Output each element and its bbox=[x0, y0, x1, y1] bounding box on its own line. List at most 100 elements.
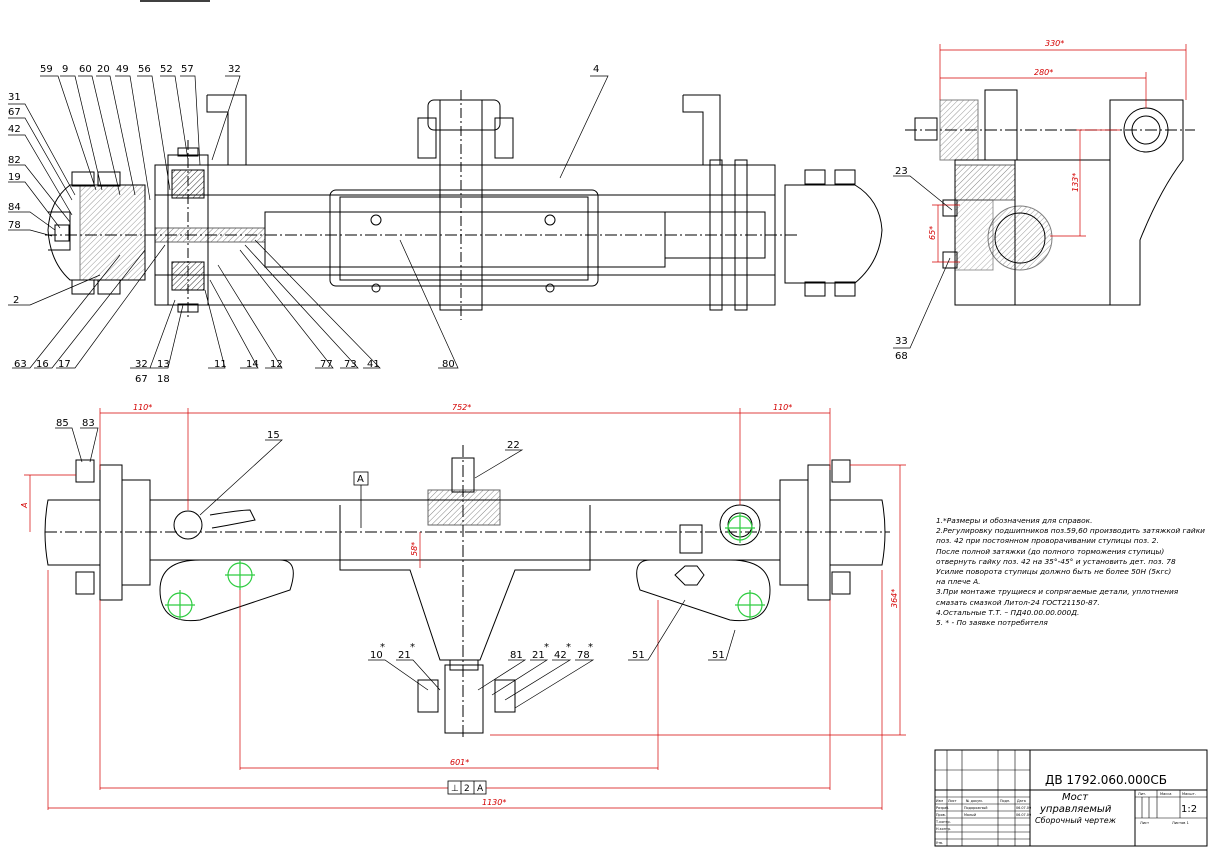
callout-19: 19 bbox=[8, 172, 21, 183]
dim-364: 364* bbox=[890, 589, 899, 608]
callout-41: 41 bbox=[367, 359, 380, 370]
callout-21b: 21 bbox=[532, 650, 545, 661]
dim-58: 58* bbox=[410, 542, 419, 556]
sheet-label: Лист bbox=[1140, 821, 1149, 825]
callout-14: 14 bbox=[246, 359, 259, 370]
tolerance-datum: A bbox=[477, 784, 484, 794]
callout-20: 20 bbox=[97, 64, 110, 75]
drawing-name-2: управляемый bbox=[1039, 804, 1112, 815]
callout-56: 56 bbox=[138, 64, 151, 75]
callout-4: 4 bbox=[593, 64, 599, 75]
callout-51: 51 bbox=[632, 650, 645, 661]
callout-17: 17 bbox=[58, 359, 71, 370]
callout-68: 68 bbox=[895, 351, 908, 362]
callout-57: 57 bbox=[181, 64, 194, 75]
header-doc: № докум. bbox=[966, 799, 983, 803]
role-checker: Пров. bbox=[936, 813, 946, 817]
drawing-scale: 1:2 bbox=[1181, 804, 1197, 815]
dim-65: 65* bbox=[928, 226, 937, 240]
callout-32: 32 bbox=[228, 64, 241, 75]
note-line: Усилие поворота ступицы должно быть не б… bbox=[936, 567, 1172, 577]
section-mark-A: A bbox=[357, 474, 364, 485]
callout-67: 67 bbox=[8, 107, 21, 118]
center-marks bbox=[165, 513, 765, 620]
sheets-label: Листов 1 bbox=[1172, 821, 1189, 825]
scale-header: Масшт. bbox=[1182, 792, 1196, 796]
callout-77: 77 bbox=[320, 359, 333, 370]
tolerance-frame: ⊥ 2 A bbox=[447, 780, 487, 795]
callout-85: 85 bbox=[56, 418, 69, 429]
role-ncontrol: Н.контр. bbox=[936, 827, 951, 831]
callout-73: 73 bbox=[344, 359, 357, 370]
front-view-dimensions bbox=[24, 408, 906, 810]
role-developer: Разраб. bbox=[936, 806, 949, 810]
callout-51b: 51 bbox=[712, 650, 725, 661]
callout-60: 60 bbox=[79, 64, 92, 75]
dim-330: 330* bbox=[1045, 39, 1064, 48]
date-developer: 06.07.09 bbox=[1016, 806, 1031, 810]
callout-81: 81 bbox=[510, 650, 523, 661]
tolerance-symbol: ⊥ bbox=[451, 784, 459, 794]
role-tcontrol: Т.контр. bbox=[935, 820, 951, 824]
callout-16: 16 bbox=[36, 359, 49, 370]
callout-63: 63 bbox=[14, 359, 27, 370]
note-line: поз. 42 при постоянном проворачивании ст… bbox=[936, 536, 1159, 546]
header-date: Дата bbox=[1017, 799, 1026, 803]
callout-67b: 67 bbox=[135, 374, 148, 385]
callout-10: 10 bbox=[370, 650, 383, 661]
callout-9: 9 bbox=[62, 64, 68, 75]
asterisk-2: * bbox=[410, 642, 415, 653]
dim-133: 133* bbox=[1071, 173, 1080, 192]
note-line: на плече А. bbox=[936, 577, 981, 587]
dim-A: A bbox=[20, 503, 29, 509]
front-view bbox=[44, 445, 890, 740]
note-line: 5. * - По заявке потребителя bbox=[936, 618, 1048, 628]
header-izm: Изм bbox=[936, 799, 943, 803]
note-line: 4.Остальные Т.Т. – ПД40.00.00.000Д. bbox=[936, 607, 1080, 617]
side-view-leaders bbox=[893, 175, 953, 349]
side-view bbox=[905, 89, 1195, 306]
callout-42: 42 bbox=[8, 124, 21, 135]
callout-82: 82 bbox=[8, 155, 21, 166]
tolerance-value: 2 bbox=[464, 784, 470, 794]
drawing-designation: ДВ 1792.060.000СБ bbox=[1045, 773, 1167, 787]
dim-110-right: 110* bbox=[773, 403, 792, 412]
top-view-callouts: 59 9 60 20 49 56 52 57 32 4 31 67 42 82 … bbox=[8, 64, 599, 385]
dim-280: 280* bbox=[1034, 68, 1053, 77]
dim-601: 601* bbox=[450, 758, 469, 767]
callout-59: 59 bbox=[40, 64, 53, 75]
title-block-text: ДВ 1792.060.000СБ Мост управляемый Сборо… bbox=[935, 773, 1197, 845]
callout-12: 12 bbox=[270, 359, 283, 370]
callout-2: 2 bbox=[13, 295, 19, 306]
mass-header: Масса bbox=[1160, 792, 1171, 796]
callout-21: 21 bbox=[398, 650, 411, 661]
asterisk-3: * bbox=[544, 642, 549, 653]
asterisk-1: * bbox=[380, 642, 385, 653]
callout-80: 80 bbox=[442, 359, 455, 370]
callout-78: 78 bbox=[8, 220, 21, 231]
side-view-dimensions bbox=[932, 44, 1187, 263]
callout-31: 31 bbox=[8, 92, 21, 103]
date-checker: 06.07.09 bbox=[1016, 813, 1031, 817]
header-list: Лист bbox=[948, 799, 957, 803]
front-view-leaders bbox=[55, 427, 736, 709]
dim-752: 752* bbox=[452, 403, 471, 412]
note-line: 2.Регулировку подшипников поз.59,60 прои… bbox=[936, 526, 1205, 536]
drawing-name-1: Мост bbox=[1062, 792, 1089, 803]
front-view-callouts: 85 83 15 22 10 21 81 21 42 78 51 51 * * … bbox=[56, 418, 725, 661]
callout-11: 11 bbox=[214, 359, 227, 370]
asterisk-4: * bbox=[566, 642, 571, 653]
top-view bbox=[45, 90, 883, 320]
callout-33: 33 bbox=[895, 336, 908, 347]
lit-header: Лит. bbox=[1138, 792, 1146, 796]
dim-1130: 1130* bbox=[482, 798, 506, 807]
note-line: отвернуть гайку поз. 42 на 35°-45° и уст… bbox=[936, 556, 1176, 566]
callout-78b: 78 bbox=[577, 650, 590, 661]
callout-84: 84 bbox=[8, 202, 21, 213]
callout-22: 22 bbox=[507, 440, 520, 451]
role-approved: Утв. bbox=[936, 841, 943, 845]
callout-23: 23 bbox=[895, 166, 908, 177]
name-developer: Подорожный bbox=[964, 806, 987, 810]
callout-13: 13 bbox=[157, 359, 170, 370]
